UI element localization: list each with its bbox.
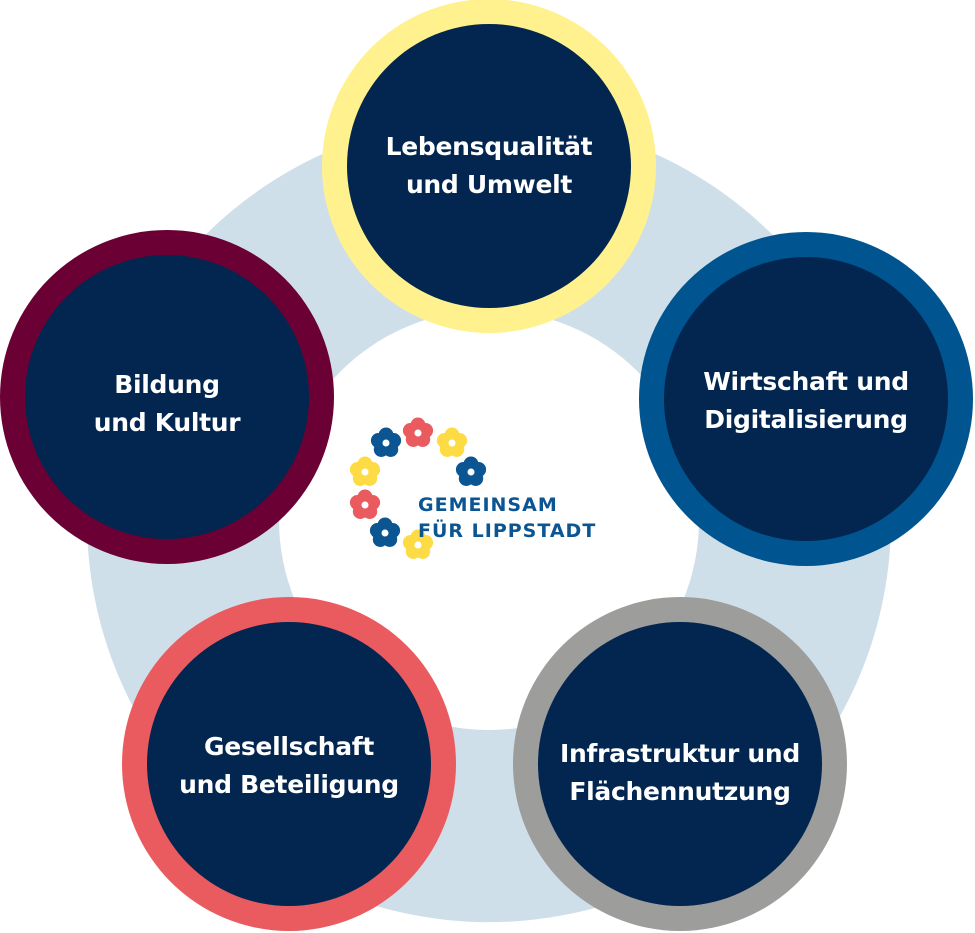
flower-icon — [349, 489, 381, 519]
flower-icon — [402, 417, 434, 447]
topic-circle — [25, 255, 309, 539]
flower-icon — [369, 517, 401, 547]
logo-text-lippstadt: FÜR LIPPSTADT — [418, 520, 597, 542]
flower-icon — [349, 456, 381, 486]
topic-circle — [147, 622, 431, 906]
logo-flowers — [349, 417, 487, 559]
flower-icon — [436, 427, 468, 457]
topic-circle — [347, 24, 631, 308]
topic-circle — [664, 257, 948, 541]
flower-icon — [402, 529, 434, 559]
logo-text-gemeinsam: GEMEINSAM — [418, 494, 558, 516]
flower-icon — [455, 456, 487, 486]
flower-icon — [370, 427, 402, 457]
topic-circle — [538, 622, 822, 906]
